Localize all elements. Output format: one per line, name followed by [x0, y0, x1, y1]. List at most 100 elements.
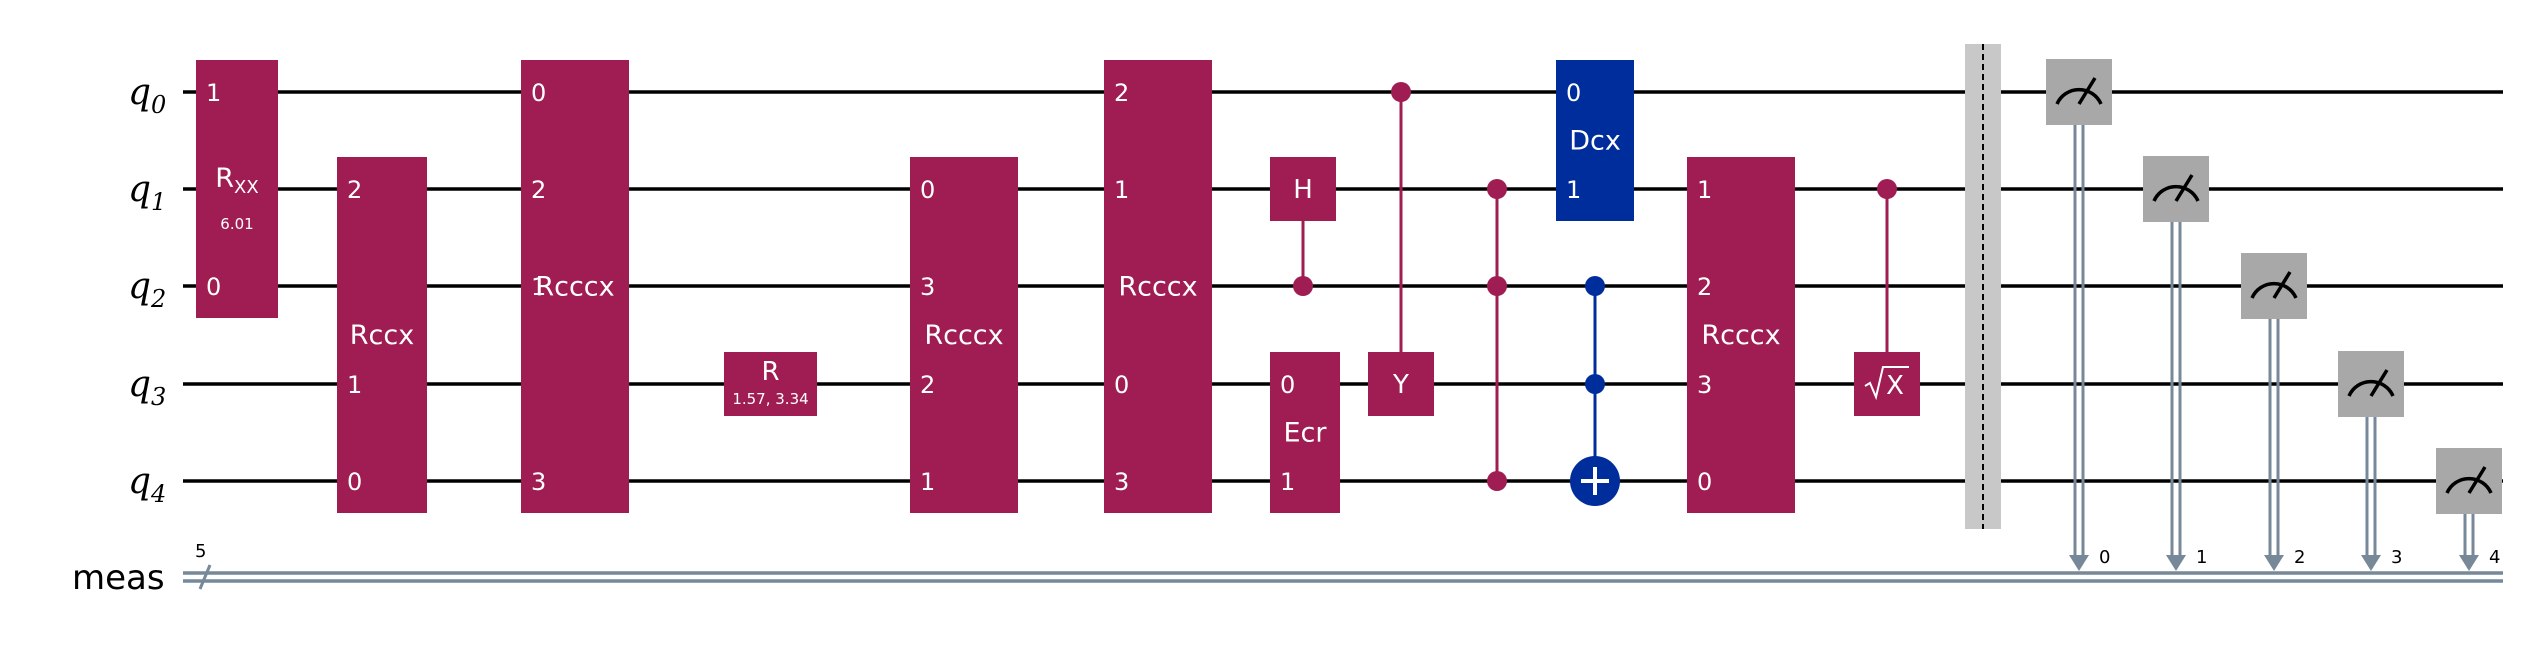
- measure-box: [2436, 448, 2502, 514]
- qubit-label-3: q3: [128, 364, 166, 411]
- measure-box: [2241, 253, 2307, 319]
- qubit-label-0: q0: [128, 72, 166, 119]
- gate-cy: Y: [1368, 82, 1434, 416]
- gate-cy-control-dot: [1391, 82, 1411, 102]
- gate-rcccx-1-port-4: 3: [531, 468, 546, 496]
- gate-r-param: 1.57, 3.34: [732, 390, 808, 408]
- gate-csx-control-dot: [1877, 179, 1897, 199]
- gate-ecr: 0 1 Ecr: [1270, 352, 1340, 513]
- barrier: [1965, 44, 2001, 529]
- gate-rxx-port-0: 1: [206, 79, 221, 107]
- gate-rxx-param: 6.01: [220, 215, 253, 233]
- gate-cy-box: [1368, 352, 1434, 416]
- gate-cy-label: Y: [1392, 370, 1409, 400]
- gate-ccx: [1570, 276, 1620, 506]
- measure-box: [2338, 351, 2404, 417]
- gate-rcccx-4-port-3: 3: [1697, 371, 1712, 399]
- gate-rccx-label: Rccx: [350, 320, 414, 351]
- gate-rcccx-2: 0 3 2 1 Rcccx: [910, 157, 1018, 513]
- classical-register-label: meas: [72, 558, 165, 598]
- gate-rcccx-4-port-4: 0: [1697, 468, 1712, 496]
- gate-rccx-port-1: 2: [347, 176, 362, 204]
- meter-icon: [2152, 184, 2200, 202]
- gate-rcccx-3-port-0: 2: [1114, 79, 1129, 107]
- qubit-label-4: q4: [128, 461, 166, 508]
- gate-dcx-box: [1556, 60, 1634, 221]
- meter-icon: [2347, 379, 2395, 397]
- measure-arrow: [2459, 555, 2479, 571]
- gate-rcccx-2-port-1: 0: [920, 176, 935, 204]
- measure-2: 2: [2241, 253, 2307, 571]
- gate-rcccx-3-port-3: 0: [1114, 371, 1129, 399]
- measure-arrow: [2361, 555, 2381, 571]
- gate-rcccx-2-box: [910, 157, 1018, 513]
- meter-icon: [2250, 281, 2298, 299]
- gate-ch-box: [1270, 157, 1336, 221]
- gate-csx-label: X: [1886, 371, 1904, 401]
- gate-rcccx-2-label: Rcccx: [924, 320, 1003, 351]
- meter-icon: [2445, 476, 2493, 494]
- gate-ch-label: H: [1293, 175, 1313, 205]
- qubit-label-2: q2: [128, 266, 166, 313]
- measure-bit-index: 1: [2196, 547, 2207, 568]
- measure-bit-index: 0: [2099, 547, 2110, 568]
- gate-ccx-control-dot: [1585, 276, 1605, 296]
- register-size-slash: [198, 564, 212, 590]
- gate-ecr-box: [1270, 352, 1340, 513]
- gate-ecr-port-4: 1: [1280, 468, 1295, 496]
- gate-ccx-control-dot: [1585, 374, 1605, 394]
- measure-1: 1: [2143, 156, 2209, 571]
- gate-rxx-label: RXX: [215, 163, 258, 198]
- measure-box: [2143, 156, 2209, 222]
- gate-rcccx-3-box: [1104, 60, 1212, 513]
- gate-rcccx-2-port-4: 1: [920, 468, 935, 496]
- gate-rcccx-4-label: Rcccx: [1701, 320, 1780, 351]
- gate-ecr-label: Ecr: [1283, 418, 1327, 449]
- gate-rccx-port-3: 1: [347, 371, 362, 399]
- measure-bit-index: 2: [2294, 547, 2305, 568]
- meter-needle: [2272, 271, 2292, 299]
- gate-rcccx-2-port-3: 2: [920, 371, 935, 399]
- gate-dcx-port-0: 0: [1566, 79, 1581, 107]
- gate-rxx-box: [196, 60, 278, 318]
- gate-rxx-port-2: 0: [206, 273, 221, 301]
- gate-csx: X: [1854, 179, 1920, 416]
- measure-bit-index: 4: [2489, 547, 2500, 568]
- gate-rcccx-3: 2 1 0 3 Rcccx: [1104, 60, 1212, 513]
- gate-cz: [1487, 179, 1507, 491]
- measure-arrow: [2264, 555, 2284, 571]
- gate-rcccx-3-port-4: 3: [1114, 468, 1129, 496]
- measure-bit-index: 3: [2391, 547, 2402, 568]
- measure-4: 4: [2436, 448, 2502, 571]
- gate-dcx-port-1: 1: [1566, 176, 1581, 204]
- gate-cz-dot: [1487, 471, 1507, 491]
- gate-r-box: [724, 352, 817, 416]
- qubit-label-1: q1: [128, 169, 166, 216]
- gate-r: R1.57, 3.34: [724, 352, 817, 416]
- gate-rcccx-3-label: Rcccx: [1118, 272, 1197, 303]
- gate-ch-control-dot: [1293, 276, 1313, 296]
- gate-rcccx-1-label: Rcccx: [535, 272, 614, 303]
- gate-csx-box: [1854, 352, 1920, 416]
- meter-needle: [2369, 369, 2389, 397]
- meter-needle: [2174, 174, 2194, 202]
- measure-arrow: [2069, 555, 2089, 571]
- gate-rcccx-3-port-1: 1: [1114, 176, 1129, 204]
- gate-cz-dot: [1487, 179, 1507, 199]
- gate-rcccx-4-port-1: 1: [1697, 176, 1712, 204]
- gate-ecr-port-3: 0: [1280, 371, 1295, 399]
- gate-rccx-box: [337, 157, 427, 513]
- measure-box: [2046, 59, 2112, 125]
- gate-rcccx-1-port-0: 0: [531, 79, 546, 107]
- sqrt-symbol: [1864, 366, 1909, 401]
- gate-rcccx-2-port-2: 3: [920, 273, 935, 301]
- measure-arrow: [2166, 555, 2186, 571]
- gate-dcx-label: Dcx: [1569, 126, 1621, 157]
- measure-3: 3: [2338, 351, 2404, 571]
- gate-cz-dot: [1487, 276, 1507, 296]
- gate-rcccx-1-port-1: 2: [531, 176, 546, 204]
